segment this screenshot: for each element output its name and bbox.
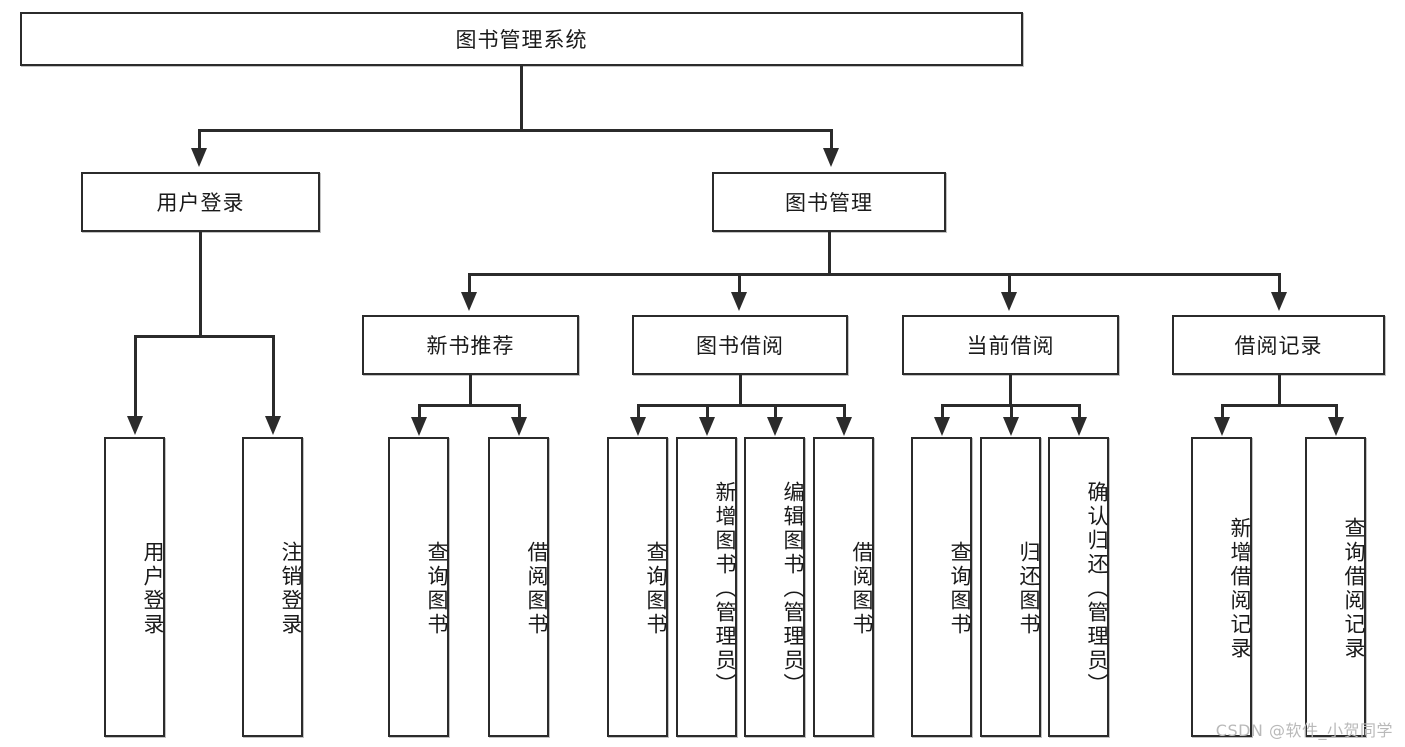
node-book-borrow-label: 图书借阅 (696, 334, 784, 358)
leaf-edit-book[interactable]: 编辑图书（管理员） (744, 437, 805, 737)
connector-bb-drop-1 (637, 404, 640, 418)
arrowhead-book-manage (823, 148, 839, 167)
arrowhead-current-borrow (1001, 292, 1017, 311)
connector-root-stem (520, 66, 523, 130)
connector-nbr-drop-2 (518, 404, 521, 418)
connector-drop-current-borrow (1008, 273, 1011, 293)
leaf-borrow-book-2[interactable]: 借阅图书 (813, 437, 874, 737)
connector-br-bus (1221, 404, 1337, 407)
leaf-add-book[interactable]: 新增图书（管理员） (676, 437, 737, 737)
leaf-query-record-label: 查询借阅记录 (1342, 517, 1366, 661)
leaf-confirm-return-label: 确认归还（管理员） (1085, 481, 1109, 697)
node-root[interactable]: 图书管理系统 (20, 12, 1023, 66)
leaf-user-login[interactable]: 用户登录 (104, 437, 165, 737)
connector-cb-drop-3 (1078, 404, 1081, 418)
arrowhead-leaf-borrow-book-2 (836, 417, 852, 436)
connector-br-drop-2 (1335, 404, 1338, 418)
connector-nbr-bus (418, 404, 521, 407)
leaf-user-logout[interactable]: 注销登录 (242, 437, 303, 737)
node-user-login[interactable]: 用户登录 (81, 172, 320, 232)
leaf-query-book-2[interactable]: 查询图书 (607, 437, 668, 737)
arrowhead-new-book-recommend (461, 292, 477, 311)
connector-bb-drop-4 (843, 404, 846, 418)
arrowhead-user-login (191, 148, 207, 167)
arrowhead-leaf-query-record (1328, 417, 1344, 436)
connector-to-book-manage (830, 129, 833, 149)
arrowhead-leaf-edit-book (767, 417, 783, 436)
arrowhead-leaf-add-record (1214, 417, 1230, 436)
connector-bb-drop-2 (706, 404, 709, 418)
arrowhead-leaf-return-book (1003, 417, 1019, 436)
connector-nbr-stem (469, 375, 472, 405)
leaf-return-book[interactable]: 归还图书 (980, 437, 1041, 737)
connector-br-drop-1 (1221, 404, 1224, 418)
connector-root-bus (198, 129, 832, 132)
arrowhead-book-borrow (731, 292, 747, 311)
connector-to-user-login (198, 129, 201, 149)
arrowhead-leaf-user-login (127, 416, 143, 435)
leaf-edit-book-label: 编辑图书（管理员） (781, 481, 805, 697)
connector-cb-drop-2 (1010, 404, 1013, 418)
connector-bb-stem (739, 375, 742, 405)
connector-cb-drop-1 (941, 404, 944, 418)
node-new-book-recommend-label: 新书推荐 (426, 334, 515, 358)
leaf-query-book-1-label: 查询图书 (425, 541, 449, 637)
node-current-borrow[interactable]: 当前借阅 (902, 315, 1119, 375)
leaf-add-record-label: 新增借阅记录 (1228, 517, 1252, 661)
leaf-add-book-label: 新增图书（管理员） (713, 481, 737, 697)
leaf-return-book-label: 归还图书 (1017, 541, 1041, 637)
node-current-borrow-label: 当前借阅 (966, 334, 1055, 358)
connector-bb-drop-3 (774, 404, 777, 418)
leaf-borrow-book-2-label: 借阅图书 (850, 541, 874, 637)
connector-bb-bus (637, 404, 845, 407)
leaf-borrow-book-1[interactable]: 借阅图书 (488, 437, 549, 737)
connector-nbr-drop-1 (418, 404, 421, 418)
leaf-query-book-3-label: 查询图书 (948, 541, 972, 637)
node-book-manage-label: 图书管理 (785, 191, 873, 215)
arrowhead-leaf-borrow-book-1 (511, 417, 527, 436)
arrowhead-leaf-query-book-3 (934, 417, 950, 436)
arrowhead-leaf-user-logout (265, 416, 281, 435)
arrowhead-borrow-record (1271, 292, 1287, 311)
node-book-manage[interactable]: 图书管理 (712, 172, 946, 232)
leaf-user-logout-label: 注销登录 (279, 541, 303, 637)
connector-user-login-drop-2 (272, 335, 275, 417)
leaf-user-login-label: 用户登录 (141, 541, 165, 637)
connector-cb-stem (1009, 375, 1012, 405)
leaf-query-book-3[interactable]: 查询图书 (911, 437, 972, 737)
connector-book-manage-stem (828, 232, 831, 274)
arrowhead-leaf-query-book-2 (630, 417, 646, 436)
leaf-query-record[interactable]: 查询借阅记录 (1305, 437, 1366, 737)
arrowhead-leaf-query-book-1 (411, 417, 427, 436)
node-root-label: 图书管理系统 (455, 28, 588, 52)
node-user-login-label: 用户登录 (156, 191, 245, 215)
node-book-borrow[interactable]: 图书借阅 (632, 315, 848, 375)
connector-user-login-drop-1 (134, 335, 137, 417)
leaf-query-book-1[interactable]: 查询图书 (388, 437, 449, 737)
leaf-query-book-2-label: 查询图书 (644, 541, 668, 637)
connector-book-manage-bus (468, 273, 1280, 276)
node-borrow-record-label: 借阅记录 (1234, 334, 1323, 358)
node-new-book-recommend[interactable]: 新书推荐 (362, 315, 579, 375)
connector-br-stem (1278, 375, 1281, 405)
connector-drop-borrow-record (1278, 273, 1281, 293)
connector-drop-book-borrow (738, 273, 741, 293)
leaf-confirm-return[interactable]: 确认归还（管理员） (1048, 437, 1109, 737)
node-borrow-record[interactable]: 借阅记录 (1172, 315, 1385, 375)
connector-user-login-bus (134, 335, 274, 338)
arrowhead-leaf-confirm-return (1071, 417, 1087, 436)
leaf-borrow-book-1-label: 借阅图书 (525, 541, 549, 637)
leaf-add-record[interactable]: 新增借阅记录 (1191, 437, 1252, 737)
connector-user-login-stem (199, 232, 202, 336)
arrowhead-leaf-add-book (699, 417, 715, 436)
connector-drop-new-book (468, 273, 471, 293)
